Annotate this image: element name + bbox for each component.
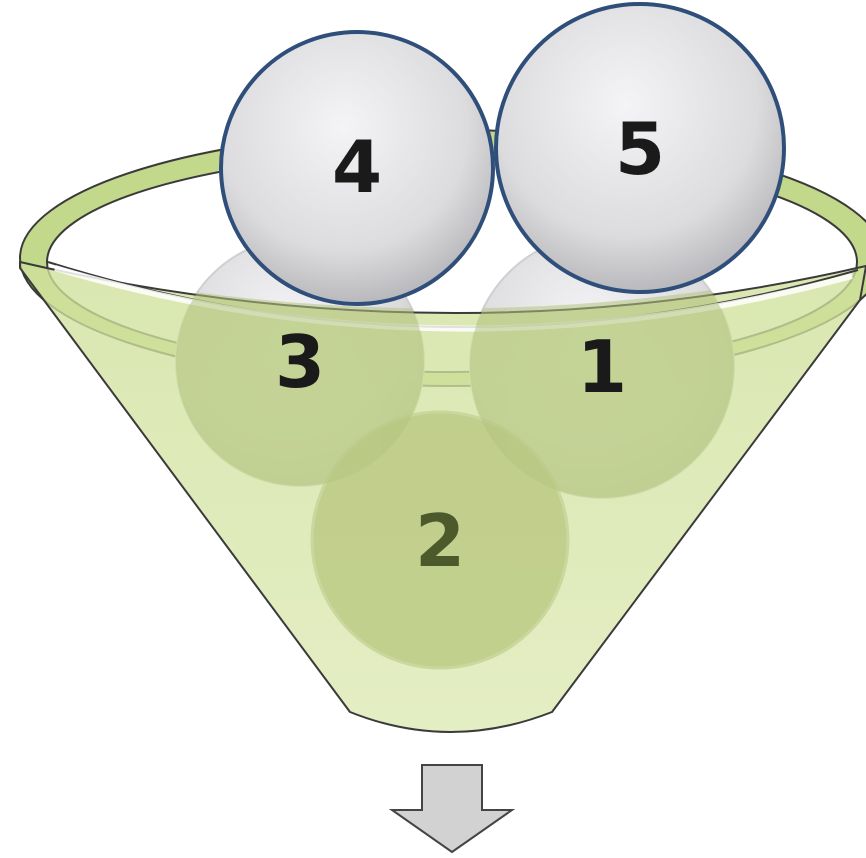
funnel-rim-highlight bbox=[54, 265, 853, 332]
ball-2: 2 bbox=[310, 410, 570, 670]
ball-4: 4 bbox=[219, 30, 495, 306]
ball-2-label: 2 bbox=[415, 499, 465, 583]
ball-1-label-front: 1 bbox=[577, 325, 627, 409]
ball-3-label-front: 3 bbox=[275, 320, 325, 404]
ball-5-label: 5 bbox=[615, 107, 665, 191]
ball-5: 5 bbox=[494, 2, 786, 294]
ball-4-label: 4 bbox=[332, 125, 382, 209]
arrow-down-icon bbox=[388, 764, 516, 854]
